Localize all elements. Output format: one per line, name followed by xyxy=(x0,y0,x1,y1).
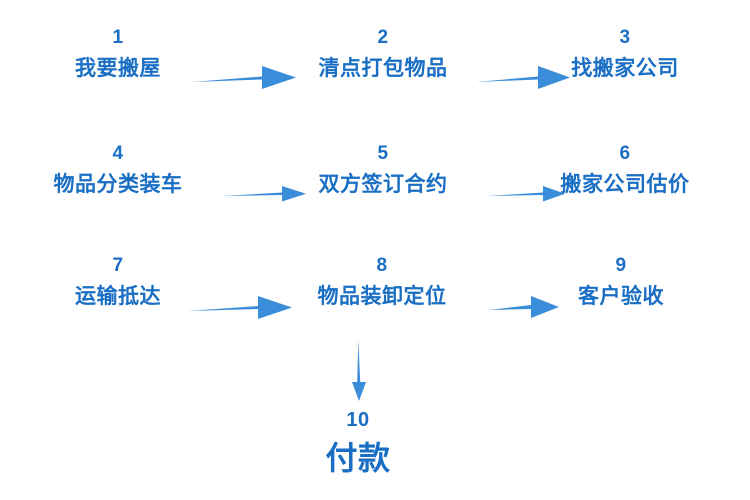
flow-node-4-number: 4 xyxy=(112,143,124,164)
flow-node-8-number: 8 xyxy=(376,255,388,276)
arrow-step2-to-step3-icon xyxy=(476,60,572,94)
flow-node-4[interactable]: 4 物品分类装车 xyxy=(54,144,183,195)
arrow-step8-to-step9-icon xyxy=(489,292,561,322)
flow-node-8[interactable]: 8 物品装卸定位 xyxy=(318,256,447,307)
flow-node-7-label: 运输抵达 xyxy=(75,285,161,308)
flow-node-5-number: 5 xyxy=(377,143,389,164)
flow-node-5-label: 双方签订合约 xyxy=(318,173,448,196)
flow-node-4-label: 物品分类装车 xyxy=(53,173,183,196)
arrow-step4-to-step5-icon xyxy=(222,182,308,206)
flow-node-8-label: 物品装卸定位 xyxy=(317,285,447,308)
flow-node-10[interactable]: 10 付款 xyxy=(325,410,390,474)
flow-node-9-number: 9 xyxy=(615,255,627,276)
flow-node-3[interactable]: 3 找搬家公司 xyxy=(571,28,679,79)
flow-node-10-number: 10 xyxy=(346,409,370,431)
flow-node-7[interactable]: 7 运输抵达 xyxy=(75,256,161,307)
arrow-step5-to-step6-icon xyxy=(487,182,567,206)
flow-node-2[interactable]: 2 清点打包物品 xyxy=(319,28,448,79)
flow-node-9[interactable]: 9 客户验收 xyxy=(578,256,664,307)
flow-node-5[interactable]: 5 双方签订合约 xyxy=(319,144,448,195)
flow-node-1[interactable]: 1 我要搬屋 xyxy=(75,28,161,79)
flow-node-2-number: 2 xyxy=(377,27,389,48)
flow-node-6[interactable]: 6 搬家公司估价 xyxy=(561,144,690,195)
flow-node-6-number: 6 xyxy=(619,143,631,164)
arrow-step7-to-step8-icon xyxy=(188,291,294,323)
flow-node-10-label: 付款 xyxy=(325,440,391,476)
flow-node-6-label: 搬家公司估价 xyxy=(560,173,690,196)
flow-node-2-label: 清点打包物品 xyxy=(318,57,448,80)
flow-node-3-label: 找搬家公司 xyxy=(571,57,679,80)
flow-node-9-label: 客户验收 xyxy=(578,285,664,308)
flow-node-7-number: 7 xyxy=(112,255,124,276)
arrow-step1-to-step2-icon xyxy=(192,60,298,94)
arrow-step8-to-step10-icon xyxy=(344,340,374,402)
flow-node-1-number: 1 xyxy=(112,27,124,48)
flow-node-3-number: 3 xyxy=(619,27,631,48)
flow-node-1-label: 我要搬屋 xyxy=(75,57,161,80)
